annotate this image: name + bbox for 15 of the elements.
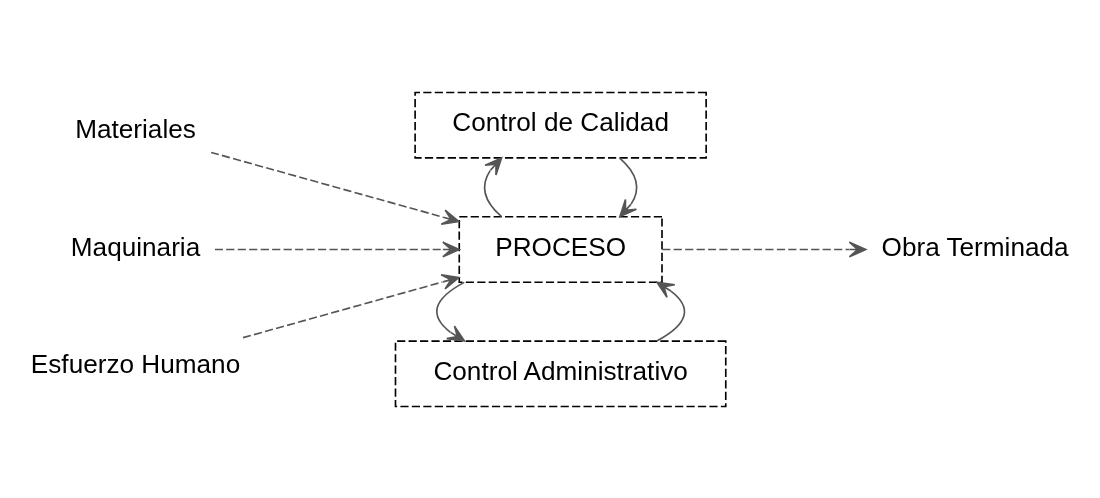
arrow: [214, 240, 461, 258]
arrow: [656, 281, 686, 342]
arrow: [210, 151, 460, 225]
arrow: [618, 156, 638, 217]
arrow: [483, 156, 503, 217]
arrow: [661, 240, 867, 258]
node-text: Esfuerzo Humano: [30, 348, 241, 379]
node-text: Materiales: [75, 113, 196, 144]
arrow: [242, 273, 460, 338]
node-text: Maquinaria: [70, 231, 201, 262]
node-box: PROCESO: [458, 215, 663, 283]
node-text: Obra Terminada: [881, 231, 1069, 262]
node-box: Control Administrativo: [394, 339, 727, 407]
node-box: Control de Calidad: [414, 91, 707, 159]
arrow: [435, 281, 466, 342]
